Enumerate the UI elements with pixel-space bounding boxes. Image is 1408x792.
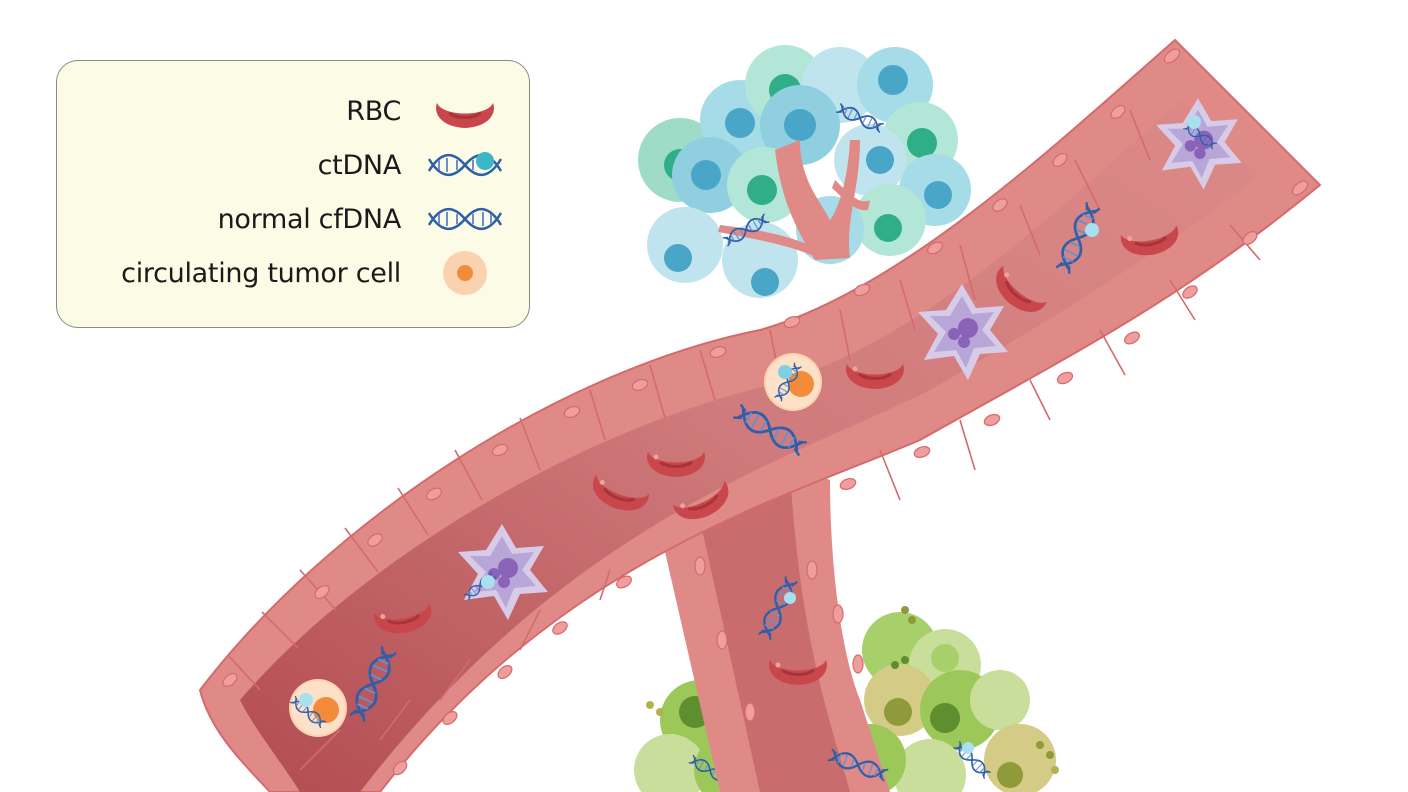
legend-label: circulating tumor cell	[121, 257, 401, 289]
legend-item-ctdna: ctDNA	[317, 145, 402, 185]
ctdna-helix-icon	[427, 152, 503, 176]
legend-item-rbc: RBC	[346, 91, 401, 131]
red-blood-cell-icon	[436, 103, 494, 128]
legend-label: RBC	[346, 95, 401, 127]
tumor-cell-icon	[443, 251, 487, 295]
legend-item-circulating-tumor-cell: circulating tumor cell	[121, 253, 401, 293]
tumor-top	[638, 45, 971, 298]
vessel-branch	[660, 460, 890, 792]
legend-item-normal-cfdna: normal cfDNA	[217, 199, 402, 239]
vessel-contents	[288, 98, 1242, 784]
legend: RBC ctDNA normal cfDNA circulating tumor…	[56, 60, 530, 328]
legend-label: normal cfDNA	[217, 203, 402, 235]
legend-label: ctDNA	[317, 149, 402, 181]
dna-helix-icon	[427, 208, 503, 230]
